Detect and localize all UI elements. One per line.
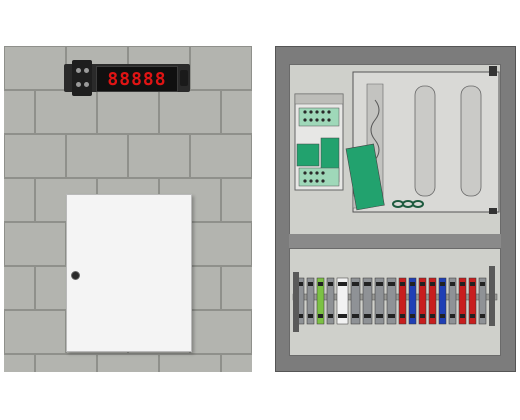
brick	[190, 46, 252, 90]
terminal-screw-icon	[400, 282, 405, 286]
terminal-screw-icon	[470, 282, 475, 286]
terminal-block	[398, 277, 407, 325]
terminal-screw-icon	[308, 282, 313, 286]
terminal-screw-icon	[352, 282, 359, 286]
power-supply-module	[294, 93, 344, 191]
terminal-screw-icon	[364, 282, 371, 286]
brick	[221, 266, 252, 310]
relay-module	[345, 66, 500, 214]
cabinet-components-svg	[292, 66, 500, 332]
open-cabinet-view	[275, 46, 516, 372]
din-end-stop	[293, 272, 299, 332]
terminal-screw-icon	[388, 282, 395, 286]
brick	[4, 134, 66, 178]
terminal-block	[316, 277, 325, 325]
terminal-screw-icon	[460, 314, 465, 318]
terminal-block	[326, 277, 335, 325]
brick	[159, 354, 221, 372]
terminal-block	[362, 277, 373, 325]
terminal-screw-icon	[328, 314, 333, 318]
terminal-block	[336, 277, 349, 325]
terminal-screw-icon	[450, 314, 455, 318]
brick	[4, 354, 35, 372]
terminal-screw-icon	[298, 314, 303, 318]
terminal-screw-icon	[338, 314, 347, 318]
screw-icon	[76, 82, 81, 87]
terminal-block	[428, 277, 437, 325]
screw-icon	[84, 68, 89, 73]
terminal-screw-icon	[470, 314, 475, 318]
mid-divider	[289, 234, 501, 248]
din-end-stop	[489, 266, 495, 326]
brick	[4, 222, 66, 266]
screw-icon	[76, 68, 81, 73]
enclosure-door	[66, 194, 192, 352]
terminal-screw-icon	[376, 282, 383, 286]
terminal-block	[418, 277, 427, 325]
brick	[35, 90, 97, 134]
brick	[97, 354, 159, 372]
display-digits: 88888	[107, 68, 167, 90]
terminal-block	[408, 277, 417, 325]
terminal-screw-icon	[328, 282, 333, 286]
terminal-screw-icon	[440, 282, 445, 286]
terminal-screw-icon	[338, 282, 347, 286]
brick	[128, 134, 190, 178]
terminal-block	[350, 277, 361, 325]
display-side-bracket-left	[72, 60, 92, 96]
terminal-screw-icon	[440, 314, 445, 318]
terminal-block	[478, 277, 487, 325]
door-lock-icon	[71, 271, 80, 280]
terminal-screw-icon	[388, 314, 395, 318]
led-display-unit: 88888	[64, 60, 190, 96]
terminal-screw-icon	[410, 314, 415, 318]
terminal-block	[468, 277, 477, 325]
brick	[221, 178, 252, 222]
brick	[190, 134, 252, 178]
brick	[190, 222, 252, 266]
terminal-screw-icon	[376, 314, 383, 318]
brick	[66, 134, 128, 178]
brick	[4, 46, 66, 90]
display-digit-window: 88888	[96, 66, 178, 92]
terminal-screw-icon	[298, 282, 303, 286]
terminal-screw-icon	[410, 282, 415, 286]
terminal-block	[458, 277, 467, 325]
terminal-block	[448, 277, 457, 325]
terminal-screw-icon	[430, 314, 435, 318]
terminal-screw-icon	[400, 314, 405, 318]
brick	[97, 90, 159, 134]
screw-icon	[84, 82, 89, 87]
terminal-screw-icon	[480, 282, 485, 286]
terminal-screw-icon	[460, 282, 465, 286]
terminal-screw-icon	[450, 282, 455, 286]
terminal-screw-icon	[364, 314, 371, 318]
brick	[190, 310, 252, 354]
terminal-screw-icon	[352, 314, 359, 318]
terminal-block	[386, 277, 397, 325]
terminal-block	[374, 277, 385, 325]
brick	[159, 90, 221, 134]
terminal-screw-icon	[430, 282, 435, 286]
terminal-screw-icon	[420, 314, 425, 318]
brick	[4, 90, 35, 134]
terminal-screw-icon	[308, 314, 313, 318]
terminal-screw-icon	[318, 314, 323, 318]
brick	[221, 90, 252, 134]
terminal-screw-icon	[318, 282, 323, 286]
brick	[4, 266, 35, 310]
terminal-block-group	[293, 266, 495, 332]
terminal-block	[306, 277, 315, 325]
terminal-block	[438, 277, 447, 325]
brick	[4, 178, 35, 222]
terminal-screw-icon	[420, 282, 425, 286]
brick	[35, 354, 97, 372]
wall-view: 88888	[4, 46, 252, 372]
brick	[221, 354, 252, 372]
brick	[4, 310, 66, 354]
display-end-cap	[180, 70, 188, 86]
terminal-screw-icon	[480, 314, 485, 318]
